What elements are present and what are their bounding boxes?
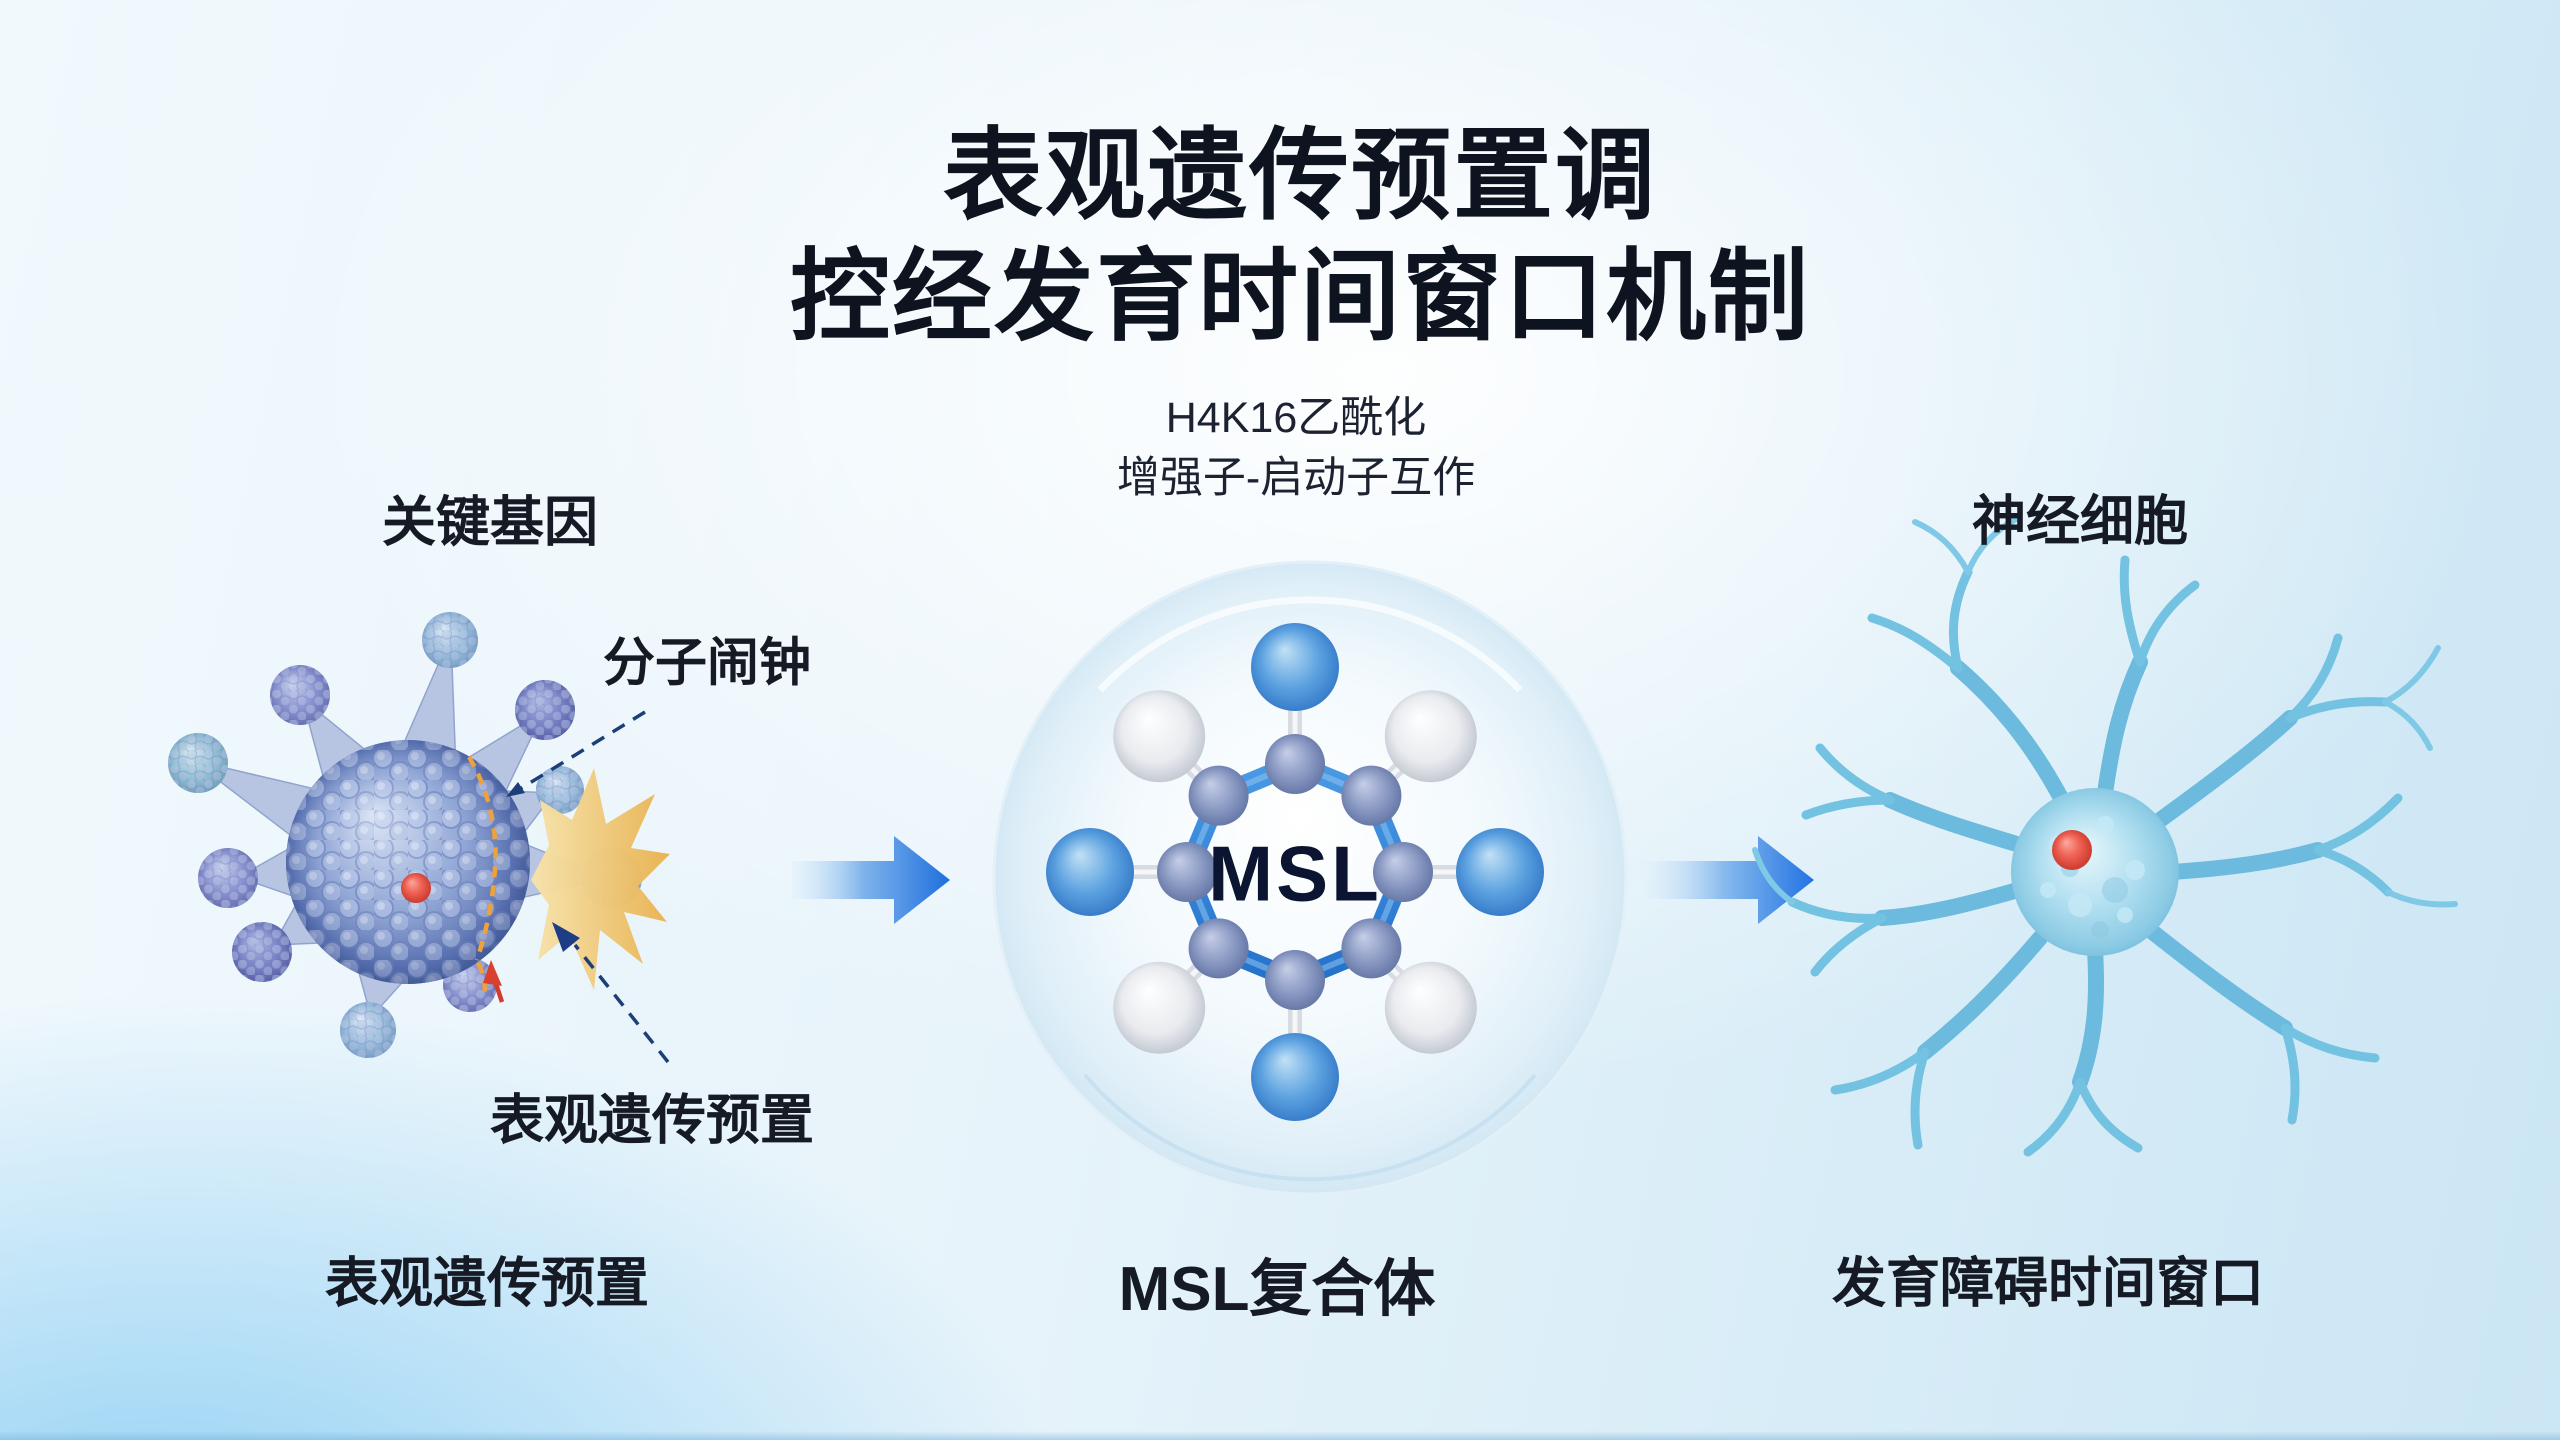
label-molecular-clock: 分子闹钟 (602, 634, 812, 693)
flow-arrow-left-icon (792, 836, 950, 924)
msl-outer-sphere-blue (1456, 828, 1544, 916)
msl-outer-sphere-blue (1251, 623, 1339, 711)
subtitle-line1: H4K16乙酰化 (1165, 394, 1427, 442)
msl-outer-sphere-blue (1046, 828, 1134, 916)
page-subtitle: H4K16乙酰化 增强子-启动子互作 (1117, 388, 1475, 508)
cell-nucleus-sphere (286, 740, 530, 984)
neuron-illustration (1752, 515, 2458, 1157)
msl-outer-sphere-white (1384, 690, 1477, 783)
msl-complex-illustration (992, 560, 1628, 1196)
callout-arrow-preset (552, 922, 670, 1064)
msl-outer-sphere-white (1113, 961, 1206, 1054)
msl-outer-sphere-blue (1251, 1033, 1339, 1121)
title-line2: 控经发育时间窗口机制 (790, 241, 1810, 353)
cell-illustration (168, 612, 670, 1064)
neuron-soma (2011, 788, 2179, 956)
label-msl-complex: MSL复合体 (1118, 1255, 1436, 1324)
preset-arc (467, 755, 498, 998)
label-development-window: 发育障碍时间窗口 (1832, 1253, 2264, 1314)
label-key-gene: 关键基因 (382, 492, 598, 553)
title-line1: 表观遗传预置调 (943, 120, 1657, 232)
bottom-edge-divider (0, 1431, 2560, 1440)
flow-arrow-right-icon (1634, 836, 1814, 924)
label-epigenetic-preset-annotation: 表观遗传预置 (490, 1090, 814, 1151)
msl-outer-sphere-white (1113, 690, 1206, 783)
red-arrow-icon (483, 960, 505, 1003)
nucleus-dot (401, 873, 431, 903)
callout-line-clock (506, 710, 646, 797)
label-epigenetic-preset-bottom: 表观遗传预置 (325, 1253, 649, 1314)
subtitle-line2: 增强子-启动子互作 (1116, 454, 1476, 502)
page-title: 表观遗传预置调 控经发育时间窗口机制 (790, 116, 1810, 358)
msl-ring-nodes (1157, 734, 1433, 1010)
label-msl-core: MSL (1208, 829, 1382, 918)
msl-outer-sphere-white (1384, 961, 1477, 1054)
neuron-nucleus-dot (2052, 830, 2092, 870)
msl-outer-spheres (1046, 623, 1544, 1121)
label-neuron: 神经细胞 (1972, 491, 2188, 552)
neuron-dendrites (1752, 515, 2458, 1157)
